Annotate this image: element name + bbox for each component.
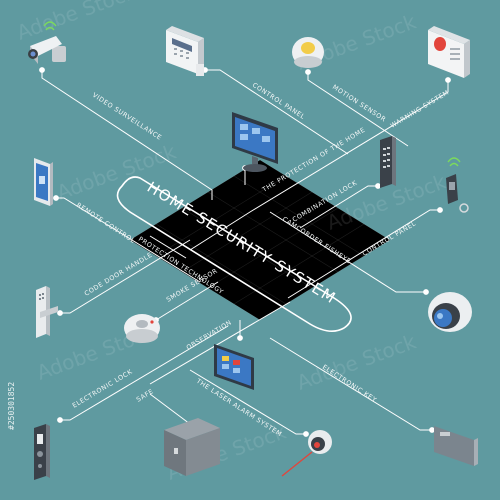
line-video-surveillance (41, 70, 213, 200)
dot (429, 427, 435, 433)
key-fob-icon (446, 157, 469, 213)
dot (305, 69, 311, 75)
line-protection-technology (149, 235, 187, 259)
warning-system-icon (428, 26, 470, 78)
dot (437, 207, 443, 213)
fisheye-camera-icon (428, 292, 472, 332)
dot (39, 67, 45, 73)
background-grid (129, 159, 391, 321)
key-card-icon (434, 426, 478, 466)
line-code-door-handle (60, 239, 191, 314)
line-combination-lock (299, 185, 378, 229)
dot (57, 417, 63, 423)
watermark-text: Adobe Stock (14, 0, 140, 45)
safe-icon (164, 418, 220, 476)
dot (237, 335, 243, 341)
label-motion-sensor: MOTION SENSOR (331, 83, 388, 124)
stock-id: #250301852 (7, 382, 16, 430)
line-camcorder-fisheye (269, 211, 426, 293)
dot (57, 310, 63, 316)
dot (445, 77, 451, 83)
label-warning-system: WARNING SYSTEM (389, 88, 451, 129)
label-safe: SAFE (135, 387, 155, 403)
security-camera-icon (28, 21, 66, 64)
door-handle-icon (36, 286, 58, 338)
dot (303, 431, 309, 437)
dot (375, 183, 381, 189)
line-laser-alarm (189, 369, 306, 435)
line-control-panel-top (205, 69, 349, 155)
keypad-panel-icon (166, 26, 204, 76)
line-safe (149, 393, 191, 425)
laser-alarm-icon (281, 430, 332, 477)
dot (53, 195, 59, 201)
line-electronic-key (269, 337, 432, 431)
monitor-icon (232, 112, 278, 172)
label-code-door-handle: CODE DOOR HANDLE (83, 251, 154, 298)
combination-lock-icon (380, 136, 396, 188)
line-electronic-lock (60, 325, 229, 421)
smartphone-icon (34, 158, 53, 206)
line-control-panel-right (287, 209, 440, 299)
label-electronic-lock: ELECTRONIC LOCK (71, 367, 134, 409)
label-observation: OBSERVATION (185, 318, 233, 351)
label-remote-control: REMOTE CONTROL (75, 201, 137, 245)
smoke-sensor-icon (124, 314, 160, 343)
motion-sensor-icon (292, 37, 324, 68)
line-observation (149, 301, 291, 385)
tablet-icon (214, 344, 254, 390)
line-smoke-sensor (155, 281, 219, 321)
dot (423, 289, 429, 295)
label-control-panel-top: CONTROL PANEL (251, 81, 307, 121)
electronic-lock-icon (34, 424, 50, 480)
line-warning-system (189, 80, 449, 251)
